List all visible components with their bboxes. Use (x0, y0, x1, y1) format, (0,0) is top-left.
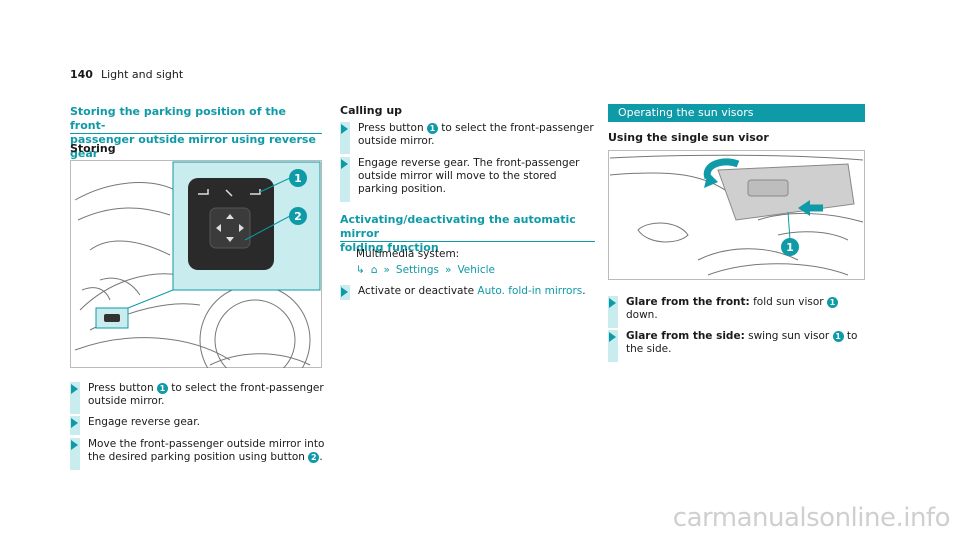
calling-step-2: Engage reverse gear. The front-passenger… (340, 157, 595, 202)
auto-fold-title: Activating/deactivating the automatic mi… (340, 213, 595, 255)
callout-2: 2 (294, 210, 302, 223)
button-2-badge: 2 (308, 451, 320, 463)
storing-step-2: Engage reverse gear. (70, 416, 328, 435)
calling-up-subheading: Calling up (340, 104, 403, 117)
visor-1-badge: 1 (826, 296, 838, 308)
single-visor-subheading: Using the single sun visor (608, 131, 769, 144)
home-icon: ⌂ (370, 264, 378, 276)
title-line: Storing the parking position of the fron… (70, 105, 286, 132)
step-text: to select the front-passenger outside mi… (358, 122, 594, 147)
page-number: 140 (70, 68, 93, 81)
auto-fold-step: Activate or deactivate Auto. fold-in mir… (340, 285, 598, 300)
step-text: to the side. (626, 330, 858, 355)
auto-fold-menu-item: Auto. fold-in mirrors (477, 285, 583, 297)
step-label: Glare from the side: (626, 330, 745, 342)
band-title: Operating the sun visors (618, 106, 754, 119)
callout-1: 1 (786, 241, 794, 254)
multimedia-label: Multimedia system: (356, 248, 460, 260)
title-line: Activating/deactivating the automatic mi… (340, 213, 576, 240)
step-label: Glare from the front: (626, 296, 750, 308)
title-rule (70, 133, 322, 134)
title-line: passenger outside mirror using reverse g… (70, 133, 316, 160)
button-1-badge: 1 (426, 122, 438, 134)
step-text: Engage reverse gear. The front-passenger… (358, 157, 580, 195)
sun-visor-illustration: 1 (608, 150, 865, 280)
page-header: 140 Light and sight (70, 68, 183, 81)
storing-subheading: Storing (70, 142, 116, 155)
step-text: . (319, 451, 323, 463)
visor-step-2: Glare from the side: swing sun visor 1 t… (608, 330, 865, 362)
title-line: folding function (340, 241, 439, 254)
button-1-badge: 1 (156, 382, 168, 394)
step-text: . (582, 285, 586, 297)
callout-1: 1 (294, 172, 302, 185)
section-title: Light and sight (100, 68, 184, 81)
double-chevron-icon: » (445, 264, 452, 276)
step-text: Press button (88, 382, 157, 394)
menu-vehicle: Vehicle (457, 264, 495, 276)
step-text: Move the front-passenger outside mirror … (88, 438, 325, 463)
sun-visors-heading: Operating the sun visors (608, 104, 865, 122)
watermark: carmanualsonline.info (672, 503, 951, 533)
menu-path: ↳ ⌂ » Settings » Vehicle (356, 264, 495, 276)
title-rule (340, 241, 595, 242)
path-arrow-icon: ↳ (356, 264, 365, 276)
double-chevron-icon: » (383, 264, 390, 276)
step-text: Engage reverse gear. (88, 416, 200, 428)
mirror-switch-illustration: 1 2 (70, 160, 322, 396)
step-text: down. (626, 309, 658, 321)
step-text: Press button (358, 122, 427, 134)
step-text: swing sun visor (744, 330, 833, 342)
storing-step-1: Press button 1 to select the front-passe… (70, 382, 328, 414)
storing-step-3: Move the front-passenger outside mirror … (70, 438, 328, 470)
storing-title: Storing the parking position of the fron… (70, 105, 322, 161)
step-text: fold sun visor (749, 296, 827, 308)
visor-step-1: Glare from the front: fold sun visor 1 d… (608, 296, 865, 328)
visor-1-badge: 1 (832, 330, 844, 342)
step-text: Activate or deactivate (358, 285, 478, 297)
menu-settings: Settings (395, 264, 439, 276)
calling-step-1: Press button 1 to select the front-passe… (340, 122, 595, 154)
step-text: to select the front-passenger outside mi… (88, 382, 324, 407)
